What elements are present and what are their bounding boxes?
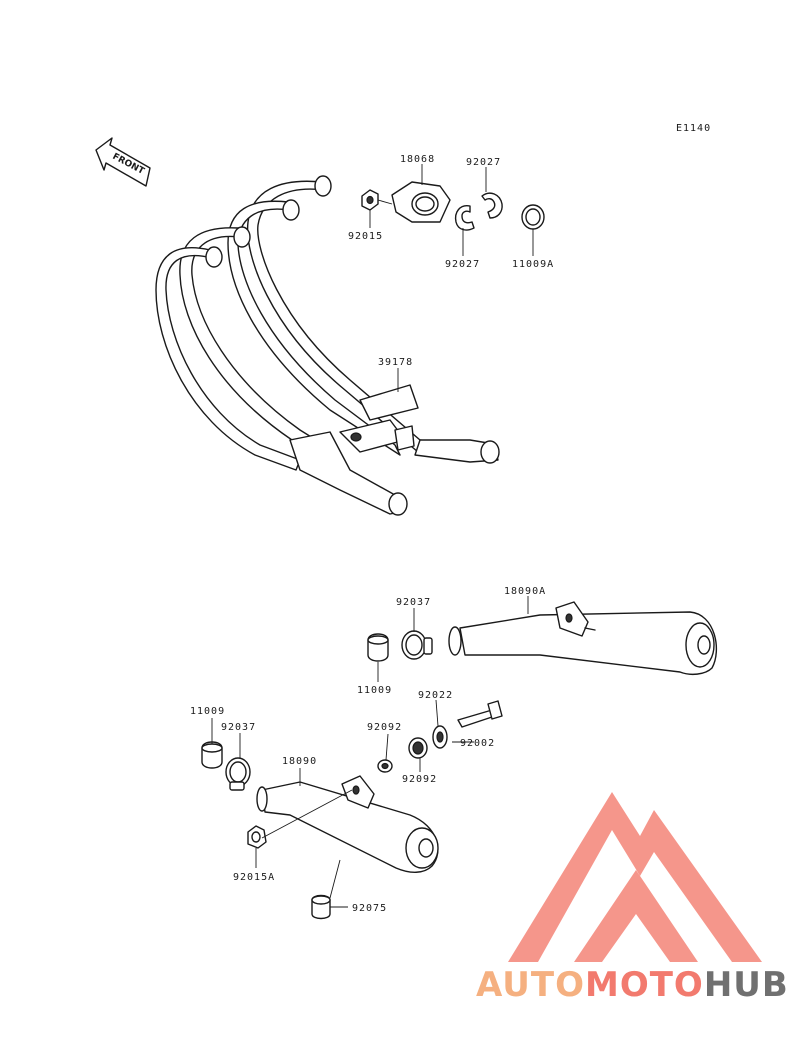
label-18090: 18090 xyxy=(282,756,317,767)
part-labels: 18068 92027 92015 92027 11009A 39178 180… xyxy=(190,154,554,914)
cotter-92027-upper xyxy=(481,192,503,219)
header-pipes xyxy=(155,175,500,516)
watermark-moto: MOTO xyxy=(585,965,704,1005)
label-11009A: 11009A xyxy=(512,259,554,270)
washer-92022 xyxy=(432,725,448,749)
label-39178: 39178 xyxy=(378,357,413,368)
label-92037-left: 92037 xyxy=(221,722,256,733)
label-11009-left: 11009 xyxy=(190,706,225,717)
watermark-text: AUTOMOTOHUB xyxy=(476,965,789,1005)
label-18068: 18068 xyxy=(400,154,435,165)
label-92015A: 92015A xyxy=(233,872,275,883)
watermark-auto: AUTO xyxy=(476,965,585,1005)
gasket-ring-11009A xyxy=(521,204,545,230)
front-arrow-icon: FRONT xyxy=(95,137,151,187)
label-92027-lower: 92027 xyxy=(445,259,480,270)
damper-92075 xyxy=(311,894,331,920)
bolt-92002 xyxy=(457,700,503,728)
cotter-92027-lower xyxy=(454,205,475,231)
label-92037-right: 92037 xyxy=(396,597,431,608)
clamp-92037-right xyxy=(401,630,433,660)
gasket-11009-left xyxy=(201,741,223,769)
muffler-18090 xyxy=(256,775,439,873)
collar-92092-a xyxy=(377,759,393,773)
clamp-92037-left xyxy=(225,757,251,791)
label-92015: 92015 xyxy=(348,231,383,242)
label-11009-right: 11009 xyxy=(357,685,392,696)
label-92022: 92022 xyxy=(418,690,453,701)
gasket-holder-18068 xyxy=(391,181,451,223)
nut-92015 xyxy=(361,189,379,211)
nut-92015A xyxy=(247,825,267,849)
label-92002: 92002 xyxy=(460,738,495,749)
label-92027-upper: 92027 xyxy=(466,157,501,168)
muffler-18090A xyxy=(448,601,718,676)
leader-lines xyxy=(211,164,534,908)
diagram-code: E1140 xyxy=(676,123,711,134)
automotohub-logo-icon xyxy=(508,792,762,962)
collar-92092-b xyxy=(408,737,428,759)
watermark-hub: HUB xyxy=(704,965,789,1005)
label-92092-b: 92092 xyxy=(402,774,437,785)
label-92075: 92075 xyxy=(352,903,387,914)
label-18090A: 18090A xyxy=(504,586,546,597)
gasket-11009-right xyxy=(367,633,389,662)
label-92092-a: 92092 xyxy=(367,722,402,733)
